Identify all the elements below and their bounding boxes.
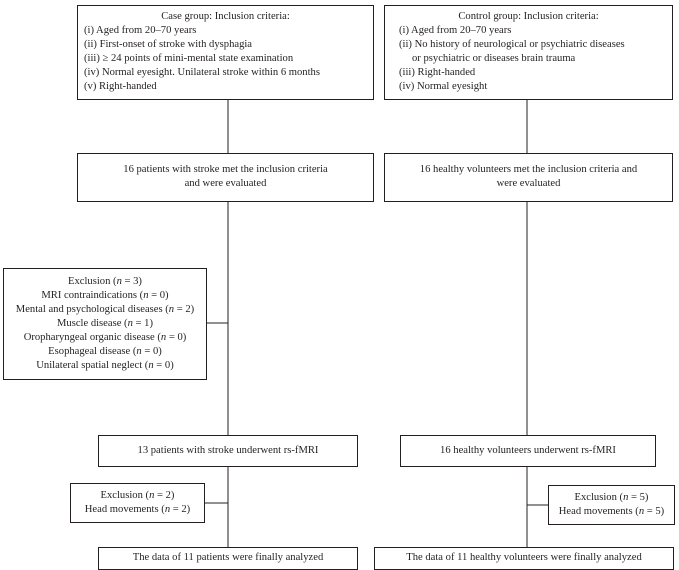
case-exclusion-muscle: Muscle disease (n = 1) (56, 318, 153, 329)
case-final-text: The data of 11 patients were finally ana… (132, 552, 324, 563)
control-evaluated-box: 16 healthy volunteers met the inclusion … (384, 153, 673, 202)
case-criteria-item-2: (ii) First-onset of stroke with dysphagi… (84, 39, 253, 50)
case-final-box: The data of 11 patients were finally ana… (98, 547, 358, 570)
control-exclusion-head: Head movements (n = 5) (558, 506, 665, 517)
case-exclusion2-head: Head movements (n = 2) (84, 504, 191, 515)
case-exclusion-total: Exclusion (n = 3) (68, 276, 142, 287)
case-fmri-box: 13 patients with stroke underwent rs-fMR… (98, 435, 358, 467)
control-head-movement-exclusion-box: Exclusion (n = 5) Head movements (n = 5) (548, 485, 675, 525)
control-evaluated-line-2: were evaluated (496, 178, 561, 189)
case-criteria-item-5: (v) Right-handed (84, 81, 157, 92)
control-fmri-box: 16 healthy volunteers underwent rs-fMRI (400, 435, 656, 467)
control-inclusion-criteria-box: Control group: Inclusion criteria: (i) A… (384, 5, 673, 100)
case-exclusion-box: Exclusion (n = 3) MRI contraindications … (3, 268, 207, 380)
case-exclusion-mental: Mental and psychological diseases (n = 2… (15, 304, 195, 315)
case-exclusion-neglect: Unilateral spatial neglect (n = 0) (36, 360, 174, 371)
control-evaluated-line-1: 16 healthy volunteers met the inclusion … (419, 164, 638, 175)
case-exclusion-oropharyngeal: Oropharyngeal organic disease (n = 0) (23, 332, 187, 343)
control-criteria-item-2: (ii) No history of neurological or psych… (399, 39, 625, 50)
case-exclusion-esophageal: Esophageal disease (n = 0) (48, 346, 162, 357)
control-criteria-title: Control group: Inclusion criteria: (458, 11, 599, 22)
case-criteria-title: Case group: Inclusion criteria: (161, 11, 290, 22)
control-criteria-item-2-continued: or psychiatric or diseases brain trauma (412, 53, 576, 64)
case-exclusion2-total: Exclusion (n = 2) (100, 490, 175, 501)
case-evaluated-line-2: and were evaluated (184, 178, 267, 189)
control-criteria-item-3: (iii) Right-handed (399, 67, 476, 78)
control-exclusion-total: Exclusion (n = 5) (574, 492, 649, 503)
case-criteria-item-3: (iii) ≥ 24 points of mini-mental state e… (84, 53, 294, 64)
case-head-movement-exclusion-box: Exclusion (n = 2) Head movements (n = 2) (70, 483, 205, 523)
case-fmri-text: 13 patients with stroke underwent rs-fMR… (137, 445, 319, 456)
case-criteria-item-1: (i) Aged from 20–70 years (84, 25, 197, 36)
control-final-box: The data of 11 healthy volunteers were f… (374, 547, 674, 570)
case-evaluated-box: 16 patients with stroke met the inclusio… (77, 153, 374, 202)
case-criteria-item-4: (iv) Normal eyesight. Unilateral stroke … (84, 67, 320, 78)
case-inclusion-criteria-box: Case group: Inclusion criteria: (i) Aged… (77, 5, 374, 100)
control-final-text: The data of 11 healthy volunteers were f… (406, 552, 642, 563)
control-criteria-item-1: (i) Aged from 20–70 years (399, 25, 512, 36)
control-fmri-text: 16 healthy volunteers underwent rs-fMRI (440, 445, 616, 456)
case-exclusion-mri: MRI contraindications (n = 0) (41, 290, 169, 301)
control-criteria-item-4: (iv) Normal eyesight (399, 81, 488, 92)
case-evaluated-line-1: 16 patients with stroke met the inclusio… (123, 164, 328, 175)
